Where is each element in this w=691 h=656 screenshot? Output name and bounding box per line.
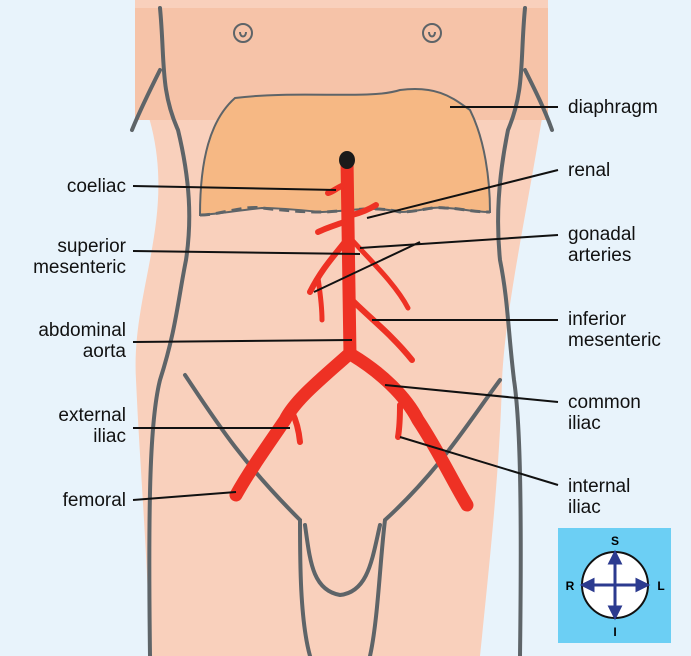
label-coeliac: coeliac — [67, 176, 126, 197]
label-internal-iliac: internal iliac — [568, 476, 630, 518]
label-abdominal-aorta-line2: aorta — [38, 341, 126, 362]
label-superior-mesenteric-line1: superior — [33, 236, 126, 257]
label-internal-iliac-line2: iliac — [568, 497, 630, 518]
label-external-iliac: external iliac — [58, 405, 126, 447]
label-femoral-line1: femoral — [63, 490, 126, 511]
label-inferior-mesenteric: inferior mesenteric — [568, 309, 661, 351]
label-external-iliac-line1: external — [58, 405, 126, 426]
label-internal-iliac-line1: internal — [568, 476, 630, 497]
label-renal: renal — [568, 160, 610, 181]
compass-superior: S — [611, 534, 619, 548]
label-abdominal-aorta: abdominal aorta — [38, 320, 126, 362]
label-superior-mesenteric-line2: mesenteric — [33, 257, 126, 278]
compass-inferior: I — [613, 625, 616, 639]
label-coeliac-line1: coeliac — [67, 176, 126, 197]
label-gonadal-arteries-line2: arteries — [568, 245, 636, 266]
label-abdominal-aorta-line1: abdominal — [38, 320, 126, 341]
label-common-iliac-line1: common — [568, 392, 641, 413]
label-superior-mesenteric: superior mesenteric — [33, 236, 126, 278]
label-inferior-mesenteric-line1: inferior — [568, 309, 661, 330]
compass-left: L — [657, 579, 664, 593]
orientation-compass: S I R L — [558, 528, 671, 643]
label-renal-line1: renal — [568, 160, 610, 181]
abdominal-aorta-vessel — [347, 160, 350, 355]
label-gonadal-arteries: gonadal arteries — [568, 224, 636, 266]
label-common-iliac: common iliac — [568, 392, 641, 434]
label-diaphragm: diaphragm — [568, 97, 658, 118]
label-diaphragm-line1: diaphragm — [568, 97, 658, 118]
label-femoral: femoral — [63, 490, 126, 511]
label-gonadal-arteries-line1: gonadal — [568, 224, 636, 245]
aorta-opening — [339, 151, 355, 169]
label-common-iliac-line2: iliac — [568, 413, 641, 434]
internal-iliac-left-vessel — [398, 405, 400, 437]
label-external-iliac-line2: iliac — [58, 426, 126, 447]
compass-right: R — [566, 579, 575, 593]
label-inferior-mesenteric-line2: mesenteric — [568, 330, 661, 351]
